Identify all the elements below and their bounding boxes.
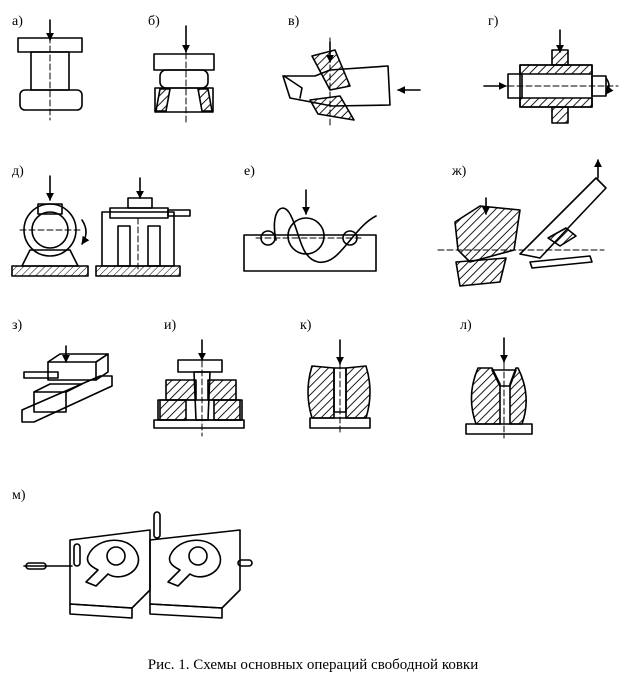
scheme-e [243,189,377,272]
scheme-m [23,511,253,619]
label-d: д) [12,164,24,179]
scheme-a [17,19,83,121]
label-z: з) [12,318,23,333]
label-g: г) [488,14,499,29]
label-v: в) [288,14,300,29]
label-zh: ж) [452,164,467,179]
scheme-i [153,339,245,437]
label-l: л) [460,318,472,333]
scheme-g [483,29,619,124]
figure-caption: Рис. 1. Схемы основных операций свободно… [147,657,479,673]
scheme-b [153,25,215,123]
scheme-k [307,339,371,433]
label-b: б) [148,14,160,29]
scheme-l [465,337,533,439]
scheme-d [11,175,191,277]
scheme-v [282,37,421,129]
label-i: и) [164,318,177,333]
label-e: е) [244,164,255,179]
scheme-z [21,345,113,423]
label-k: к) [300,318,312,333]
label-m: м) [12,488,26,503]
scheme-zh [437,159,607,287]
label-a: а) [12,14,23,29]
